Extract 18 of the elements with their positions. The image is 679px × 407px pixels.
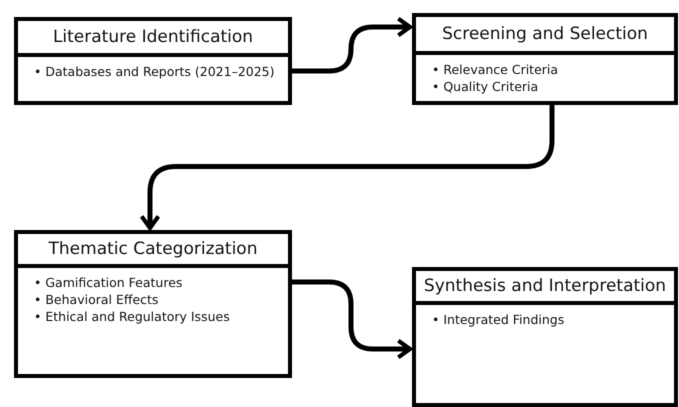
bullet-item: • Ethical and Regulatory Issues (34, 308, 231, 325)
arrow (292, 16, 412, 74)
process-box (412, 267, 678, 407)
bullet-item: • Integrated Findings (432, 311, 566, 328)
box-heading: Thematic Categorization (18, 234, 288, 268)
bullet-item: • Quality Criteria (432, 78, 540, 95)
box-heading: Screening and Selection (416, 17, 674, 55)
box-heading: Literature Identification (18, 21, 288, 57)
arrow (140, 105, 554, 230)
process-box (14, 17, 292, 105)
arrow (292, 280, 412, 360)
process-box (412, 13, 678, 105)
bullet-item: • Databases and Reports (2021–2025) (34, 63, 276, 80)
bullet-item: • Gamification Features (34, 274, 184, 291)
process-box (14, 230, 292, 378)
bullet-item: • Behavioral Effects (34, 291, 160, 308)
box-heading: Synthesis and Interpretation (416, 271, 674, 305)
bullet-item: • Relevance Criteria (432, 61, 560, 78)
